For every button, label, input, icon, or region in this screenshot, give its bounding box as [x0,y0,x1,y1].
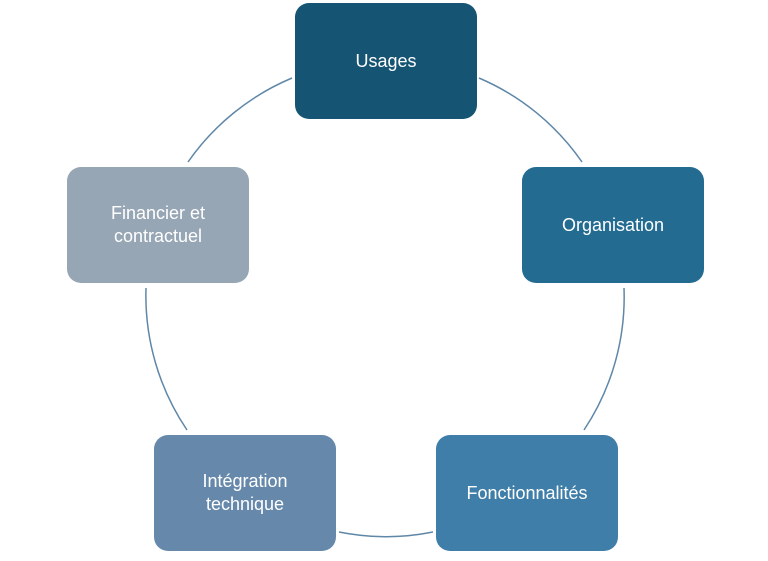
node-fonctionnalites: Fonctionnalités [436,435,618,551]
connector-organisation-fonctionnalites [583,287,625,431]
node-financier-contractuel-label: Financier et contractuel [110,203,206,246]
node-integration-technique: Intégration technique [154,435,336,551]
node-financier-contractuel: Financier et contractuel [67,167,249,283]
node-organisation-label: Organisation [561,214,665,235]
node-usages-label: Usages [355,50,417,71]
node-usages: Usages [295,3,477,119]
connector-fonctionnalites-integration [338,531,434,538]
connector-integration-financier [145,287,188,431]
node-fonctionnalites-label: Fonctionnalités [466,482,588,503]
connector-financier-usages [187,77,293,163]
node-organisation: Organisation [522,167,704,283]
connector-usages-organisation [478,77,583,163]
node-integration-technique-label: Intégration technique [202,471,288,514]
